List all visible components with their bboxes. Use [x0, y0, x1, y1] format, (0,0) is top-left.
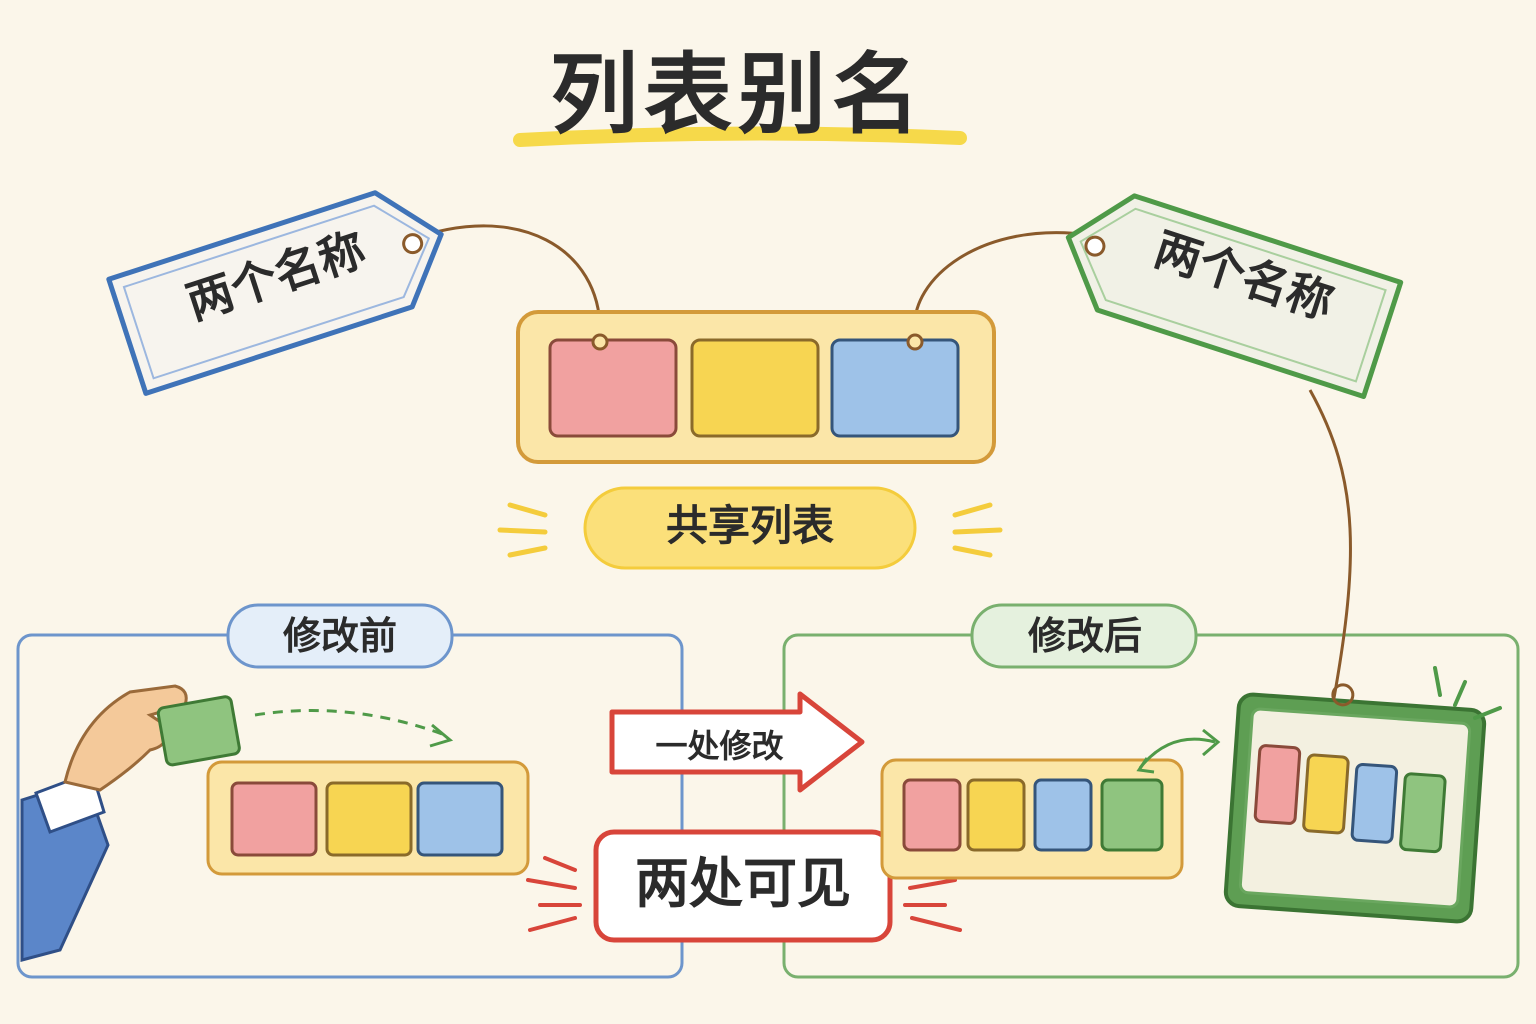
tag-hole: [1084, 235, 1106, 257]
green-block-icon: [156, 695, 241, 767]
hand-icon: [20, 684, 188, 962]
tag-hole: [402, 233, 424, 255]
result-label: 两处可见: [635, 852, 851, 915]
panel-tag-string: [1308, 389, 1352, 721]
shared-item-yellow: [690, 338, 820, 438]
before-label: 修改前: [282, 614, 397, 658]
after-label: 修改后: [1027, 614, 1142, 658]
shared-label-cloud: [497, 486, 1003, 570]
action-arrow-label: 一处修改: [655, 727, 784, 765]
dashed-arrow-icon: [254, 709, 446, 737]
left-tag-string: [409, 224, 602, 331]
after-list: [880, 758, 1184, 880]
before-list: [206, 760, 530, 876]
page-title: 列表别名: [549, 43, 926, 146]
before-cloud: [226, 603, 454, 669]
new-green-item: [1100, 778, 1164, 852]
shared-item-blue: [830, 338, 960, 438]
shared-list-label: 共享列表: [665, 501, 834, 550]
tag-right: [1065, 193, 1404, 400]
result-box: [526, 829, 962, 943]
title-underline: [513, 126, 967, 147]
after-cloud: [970, 603, 1198, 669]
other-name-panel: [1223, 683, 1487, 924]
highlight-marks: [1433, 666, 1502, 720]
shared-list: [516, 310, 996, 464]
shared-item-red: [548, 338, 678, 438]
action-arrow: [609, 691, 865, 793]
tag-left: [106, 190, 444, 396]
